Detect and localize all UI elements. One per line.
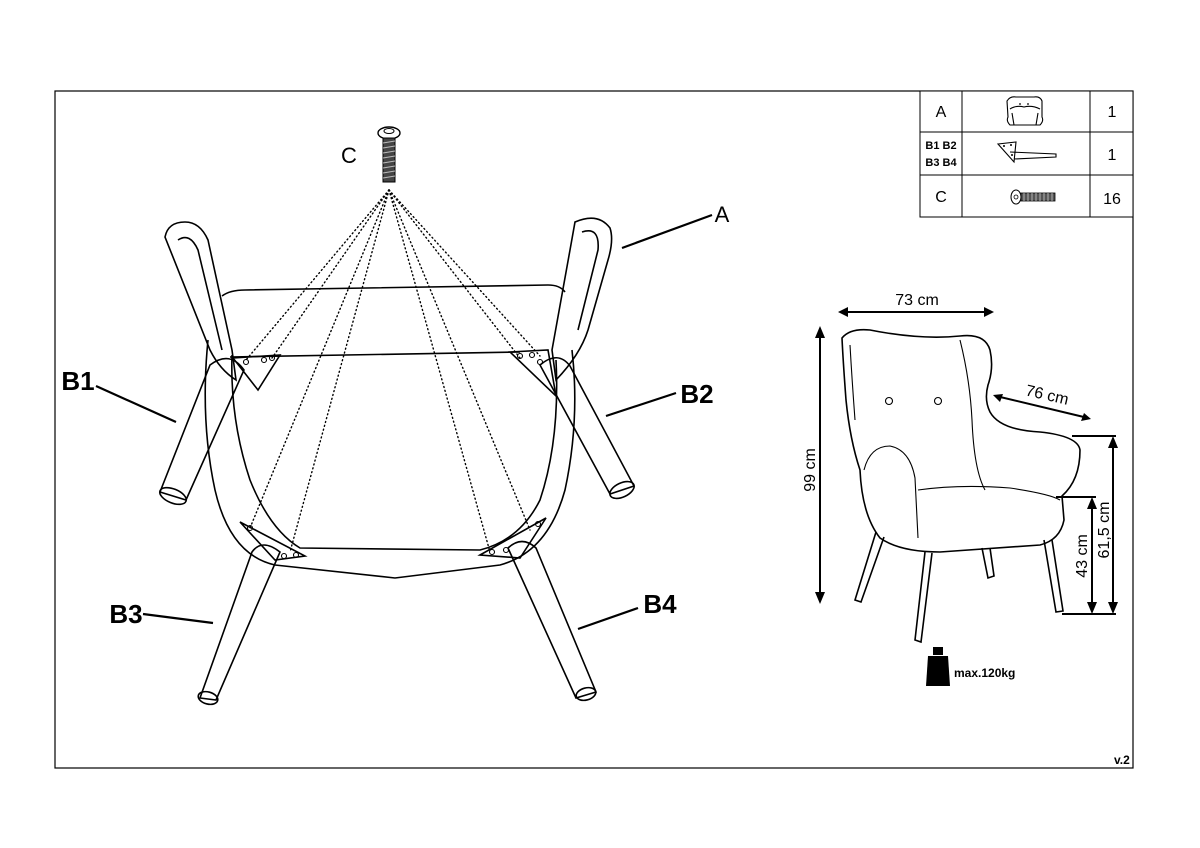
dimensions-view: 73 cm 76 cm 99 cm 61,5 cm 43 cm max.120k… bbox=[802, 292, 1118, 686]
guide-lines bbox=[245, 189, 541, 553]
leg-bracket-icon bbox=[996, 141, 1057, 164]
dim-seat-height: 43 cm bbox=[1074, 534, 1091, 578]
table-row-code: C bbox=[935, 189, 947, 206]
bracket-b4 bbox=[477, 517, 547, 559]
bolt-icon bbox=[1010, 189, 1056, 205]
label-b2: B2 bbox=[680, 379, 713, 409]
table-row-qty: 1 bbox=[1108, 104, 1117, 121]
bracket-b1 bbox=[231, 354, 282, 392]
bolt-icon bbox=[377, 126, 401, 183]
bracket-b2 bbox=[508, 349, 558, 399]
table-row-code: A bbox=[936, 104, 947, 121]
version-label: v.2 bbox=[1114, 753, 1130, 767]
leader-b4 bbox=[577, 606, 639, 631]
weight-icon bbox=[926, 647, 950, 686]
max-load-label: max.120kg bbox=[954, 666, 1015, 680]
dim-width: 73 cm bbox=[895, 292, 939, 309]
leg-b3 bbox=[197, 544, 281, 706]
table-row-qty: 1 bbox=[1108, 147, 1117, 164]
label-b3: B3 bbox=[109, 599, 142, 629]
leg-b4 bbox=[507, 540, 598, 702]
table-row-code-line2: B3 B4 bbox=[925, 157, 957, 169]
leg-b1 bbox=[158, 357, 245, 506]
table-row-code-line1: B1 B2 bbox=[925, 140, 956, 152]
leader-b3 bbox=[142, 612, 214, 625]
label-b4: B4 bbox=[643, 589, 677, 619]
leg-b2 bbox=[538, 356, 636, 500]
armchair-drawing bbox=[841, 328, 1081, 644]
assembly-view: C bbox=[61, 126, 730, 706]
table-row-qty: 16 bbox=[1103, 191, 1121, 208]
bracket-b3 bbox=[239, 521, 308, 561]
parts-table: A 1 B1 B2 B3 B4 1 C 16 bbox=[919, 90, 1134, 218]
chair-body bbox=[164, 217, 613, 579]
dim-arm-height: 61,5 cm bbox=[1096, 502, 1113, 559]
label-b1: B1 bbox=[61, 366, 94, 396]
leader-a bbox=[621, 213, 713, 250]
leader-b1 bbox=[95, 384, 177, 424]
armchair-icon bbox=[1006, 96, 1044, 126]
leader-b2 bbox=[605, 391, 677, 418]
dim-height: 99 cm bbox=[802, 448, 819, 492]
page-border bbox=[54, 90, 1134, 769]
label-c: C bbox=[341, 143, 357, 168]
label-a: A bbox=[715, 202, 730, 227]
